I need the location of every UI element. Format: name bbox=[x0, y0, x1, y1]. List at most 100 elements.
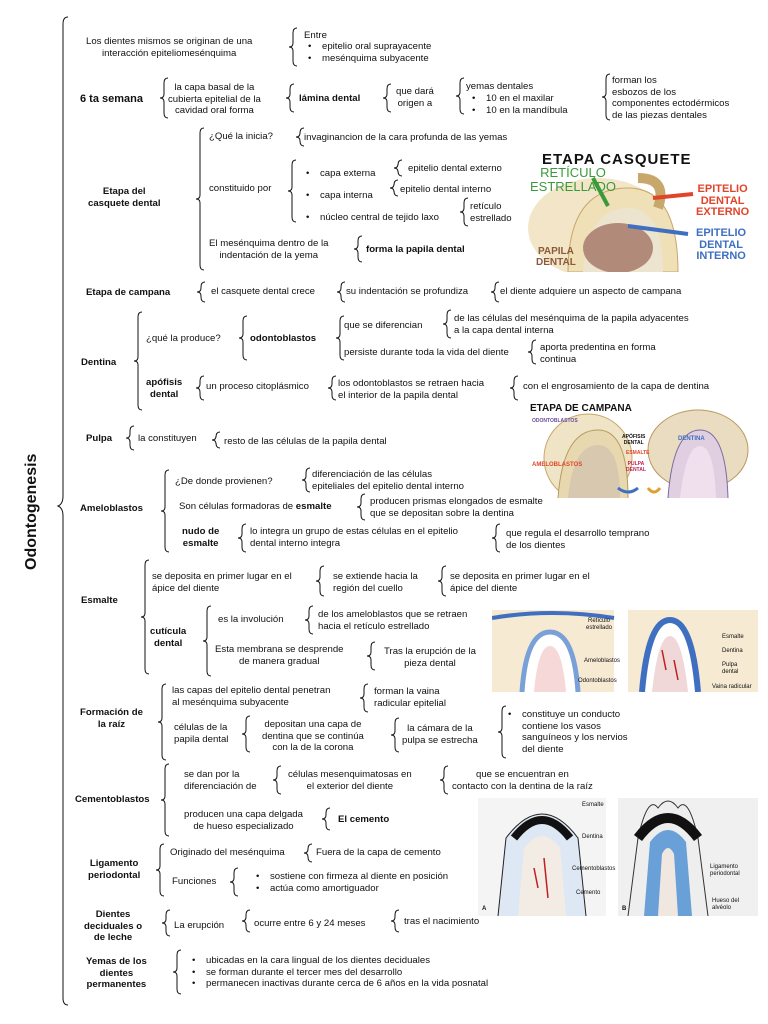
brace bbox=[301, 467, 311, 493]
brace bbox=[238, 315, 248, 361]
pulpa-resto: resto de las células de la papila dental bbox=[224, 436, 387, 447]
campana-b: su indentación se profundiza bbox=[346, 286, 469, 297]
diente-img-dentina: Dentina bbox=[582, 834, 603, 840]
main-brace bbox=[56, 16, 69, 1006]
brace bbox=[459, 197, 469, 227]
list-item: sostiene con firmeza al diente en posici… bbox=[254, 871, 448, 883]
brace bbox=[140, 559, 150, 675]
brace bbox=[390, 909, 400, 933]
casquete-list: capa externa capa interna núcleo central… bbox=[304, 163, 439, 229]
casquete-papila: forma la papila dental bbox=[366, 244, 465, 255]
brace bbox=[155, 843, 165, 897]
list-item: 10 en el maxilar bbox=[470, 93, 568, 105]
ligamento-label: Ligamento periodontal bbox=[88, 858, 141, 881]
ligamento-fuera: Fuera de la capa de cemento bbox=[316, 847, 441, 858]
casquete-mesen: El mesénquima dentro de la indentación d… bbox=[209, 238, 329, 261]
esmalte-img-reticulo: Retículo estrellado bbox=[586, 618, 613, 632]
casquete-img-title: ETAPA CASQUETE bbox=[542, 151, 692, 168]
casquete-diagram: ETAPA CASQUETE RETÍCULO ESTRELLADO EPITE… bbox=[528, 148, 758, 272]
brace bbox=[455, 77, 465, 115]
brace bbox=[442, 309, 452, 339]
brace bbox=[437, 565, 447, 597]
campana-c: el diente adquiere un aspecto de campana bbox=[500, 286, 682, 297]
brace bbox=[211, 431, 221, 449]
esmalte-erupcion: Tras la erupción de la pieza dental bbox=[384, 646, 476, 669]
permanentes-list: ubicadas en la cara lingual de los dient… bbox=[190, 955, 488, 990]
list-item: capa interna bbox=[304, 185, 439, 207]
brace bbox=[382, 83, 392, 113]
diente-img-hueso: Hueso del alvéolo bbox=[712, 898, 740, 912]
brace bbox=[490, 281, 500, 303]
brace bbox=[366, 641, 376, 671]
list-item: mesénquima subyacente bbox=[306, 53, 431, 65]
esmalte-de-los: de los ameloblastos que se retraen hacia… bbox=[318, 609, 468, 632]
cemento-label: Cementoblastos bbox=[75, 794, 150, 805]
brace bbox=[196, 281, 206, 303]
campana-img-dentina: DENTINA bbox=[678, 436, 705, 442]
casquete-illustration bbox=[528, 173, 694, 272]
casquete-int: epitelio dental interno bbox=[400, 184, 492, 195]
list-item: ubicadas en la cara lingual de los dient… bbox=[190, 955, 488, 967]
brace bbox=[195, 375, 205, 401]
diente-img-esmalte: Esmalte bbox=[582, 802, 604, 808]
list-item: epitelio oral suprayacente bbox=[306, 41, 431, 53]
dentina-de-las: de las células del mesénquima de la papi… bbox=[454, 313, 689, 336]
raiz-camara: la cámara de la pulpa se estrecha bbox=[402, 723, 478, 746]
campana-img-pulpa: PULPA DENTAL bbox=[626, 461, 646, 474]
semana-forman: forman los esbozos de los componentes ec… bbox=[612, 75, 730, 122]
cemento-dan: se dan por la diferenciación de bbox=[184, 769, 257, 792]
diente-img-ligamento: Ligamento periodontal bbox=[710, 864, 740, 878]
brace bbox=[353, 235, 363, 263]
dentina-apofisis: apófisis dental bbox=[146, 377, 183, 400]
dentina-retraen: los odontoblastos se retraen hacia el in… bbox=[338, 378, 485, 401]
brace bbox=[321, 807, 331, 831]
origin-list: epitelio oral suprayacente mesénquima su… bbox=[306, 41, 431, 64]
brace bbox=[133, 311, 143, 411]
amelo-nudo: nudo de esmalte bbox=[182, 526, 220, 549]
campana-img-amelo: AMELOBLASTOS bbox=[532, 462, 583, 468]
brace bbox=[315, 565, 325, 597]
campana-label: Etapa de campana bbox=[86, 287, 171, 298]
casquete-img-reticulo: RETÍCULO ESTRELLADO bbox=[530, 165, 616, 194]
esmalte-deposita: se deposita en primer lugar en el ápice … bbox=[152, 571, 292, 594]
casquete-constituido: constituido por bbox=[209, 183, 272, 194]
brace bbox=[160, 763, 170, 837]
yemas-title: yemas dentales bbox=[466, 81, 534, 92]
brace bbox=[272, 765, 282, 795]
amelo-formadoras-bold: esmalte bbox=[295, 501, 332, 512]
dentina-dif: que se diferencian bbox=[344, 320, 423, 331]
campana-illustration bbox=[543, 409, 749, 498]
dentina-aporta: aporta predentina en forma continua bbox=[540, 342, 656, 365]
campana-img-apofisis: APÓFISIS DENTAL bbox=[622, 434, 646, 447]
esmalte-img-dentina: Dentina bbox=[722, 648, 743, 654]
raiz-depositan: depositan una capa de dentina que se con… bbox=[262, 719, 364, 754]
dentina-q: ¿qué la produce? bbox=[146, 333, 221, 344]
brace bbox=[439, 765, 449, 795]
brace bbox=[285, 83, 295, 113]
casquete-ret: retículo estrellado bbox=[470, 201, 512, 224]
brace bbox=[195, 127, 205, 271]
esmalte-img-odonto: Odontoblastos bbox=[578, 678, 617, 684]
esmalte-diagram: Retículo estrellado Ameloblastos Odontob… bbox=[492, 610, 758, 692]
list-item: actúa como amortiguador bbox=[254, 883, 448, 895]
brace bbox=[389, 179, 399, 197]
casquete-img-interno: EPITELIO DENTAL INTERNO bbox=[696, 227, 747, 263]
raiz-vaina: forman la vaina radicular epitelial bbox=[374, 686, 446, 709]
list-item: permanecen inactivas durante cerca de 6 … bbox=[190, 978, 488, 990]
esmalte-illustration bbox=[492, 610, 758, 692]
cemento-encuentran: que se encuentran en contacto con la den… bbox=[452, 769, 593, 792]
cemento-cemento: El cemento bbox=[338, 814, 390, 825]
brace bbox=[527, 339, 537, 365]
permanentes-label: Yemas de los dientes permanentes bbox=[86, 956, 147, 991]
brace bbox=[295, 127, 305, 147]
esmalte-involucion: es la involución bbox=[218, 614, 284, 625]
esmalte-img-pulpa: Pulpa dental bbox=[722, 662, 739, 676]
esmalte-membrana: Esta membrana se desprende de manera gra… bbox=[215, 644, 344, 667]
brace bbox=[303, 843, 313, 863]
brace bbox=[601, 73, 611, 121]
amelo-integra: lo integra un grupo de estas células en … bbox=[250, 526, 459, 549]
campana-img-odonto: ODONTOBLASTOS bbox=[532, 418, 578, 424]
casquete-q: ¿Qué la inicia? bbox=[209, 131, 273, 142]
brace bbox=[161, 909, 171, 937]
